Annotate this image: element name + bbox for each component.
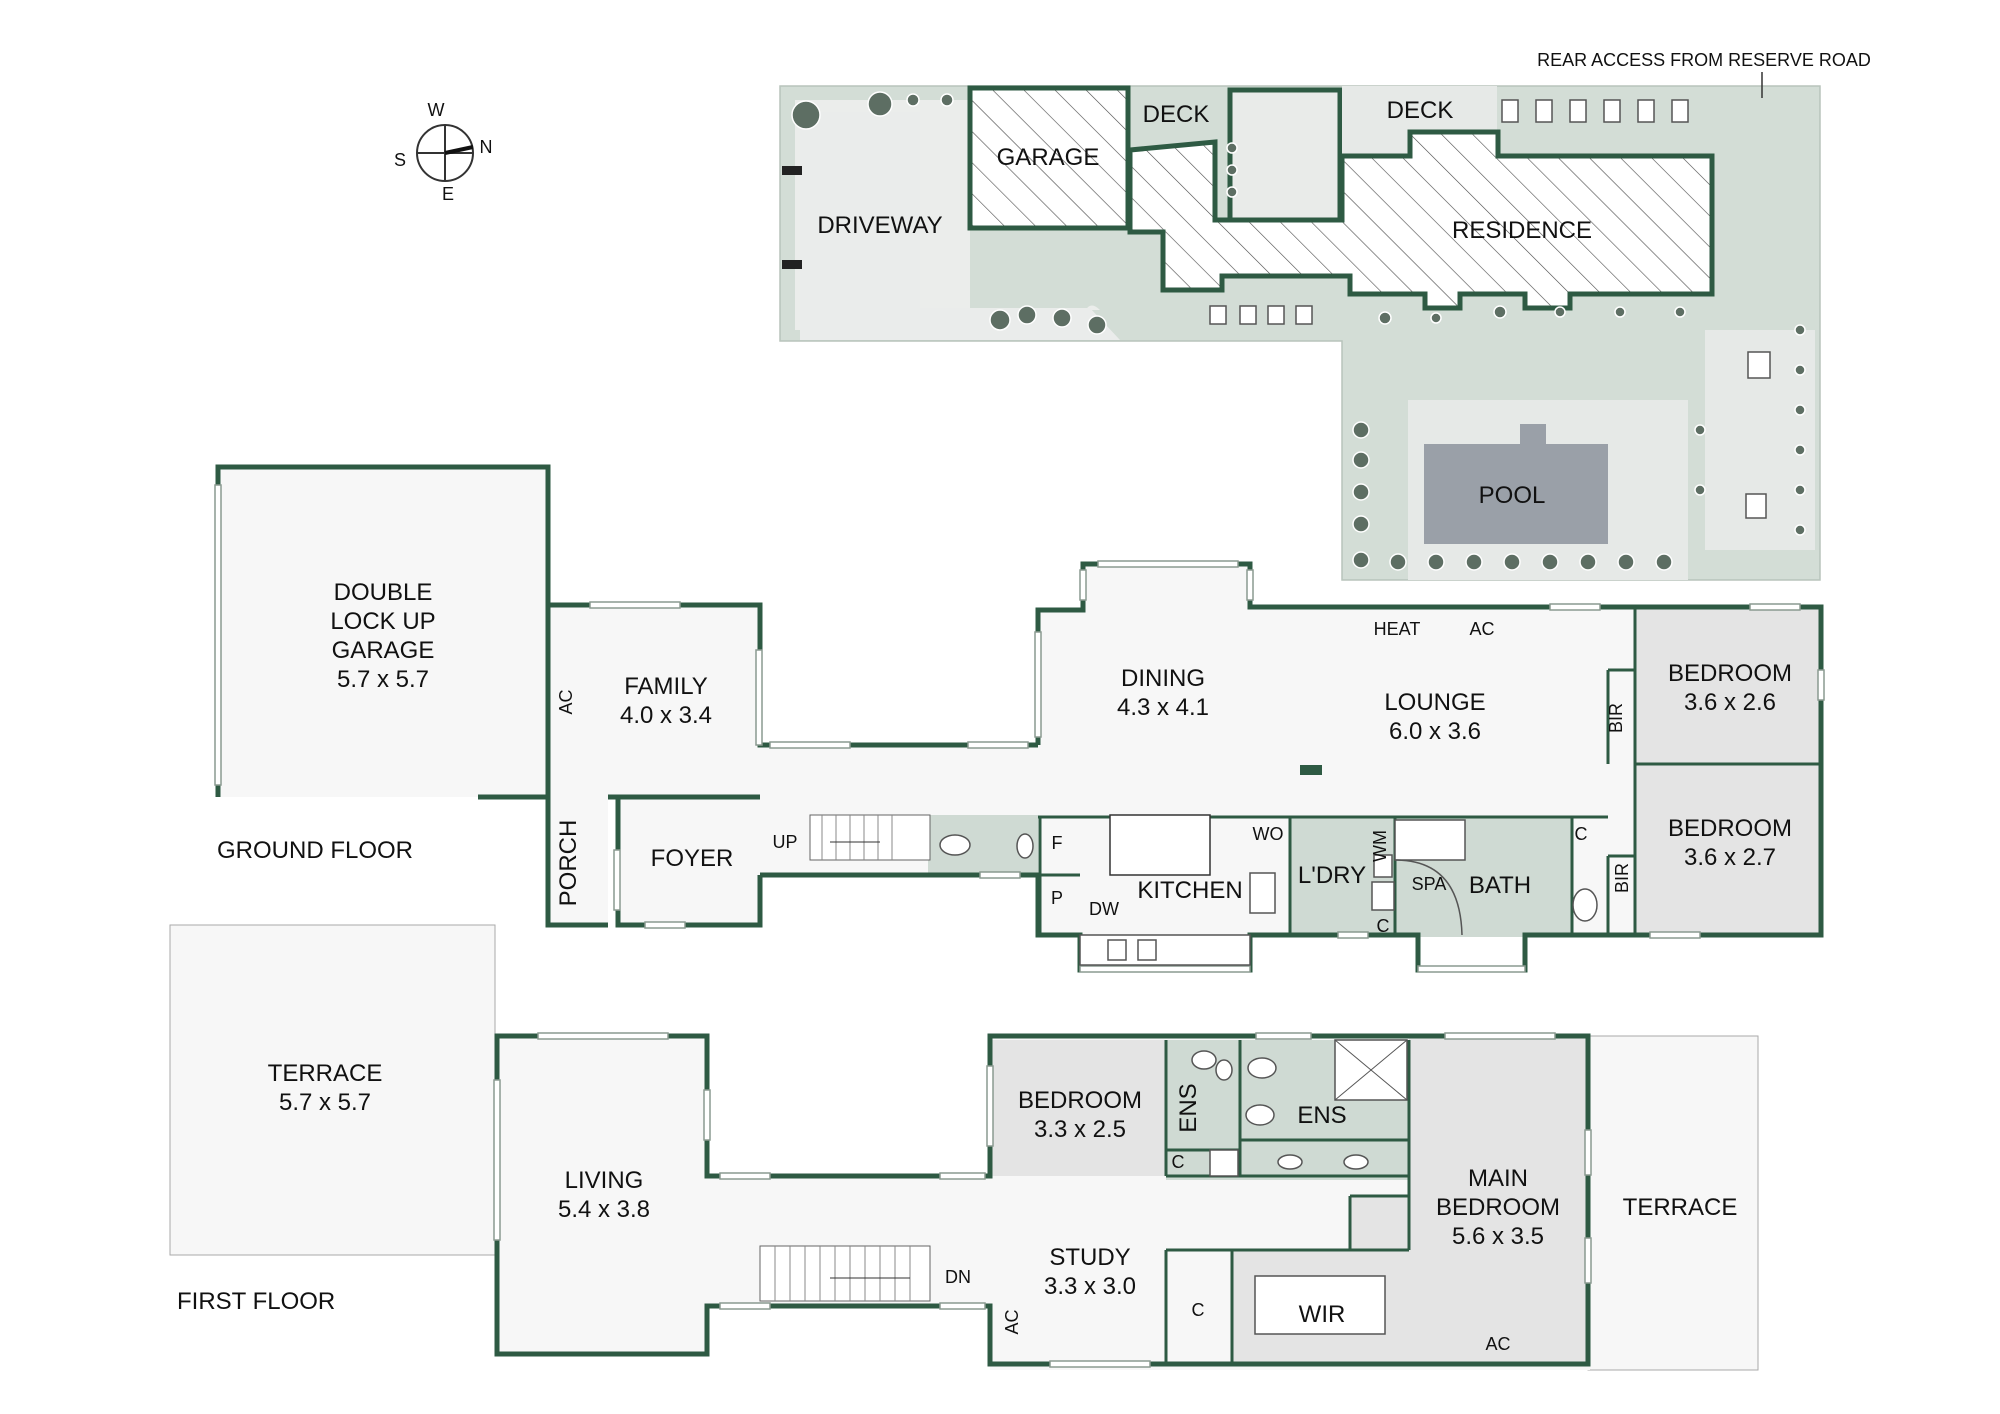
ff-bedroom-dim: 3.3 x 2.5 — [1034, 1116, 1126, 1143]
gf-bir1-label: BIR — [1606, 703, 1626, 733]
gf-bed1-label: BEDROOM — [1668, 660, 1792, 687]
gf-up-label: UP — [772, 832, 797, 852]
gf-kitchen-label: KITCHEN — [1137, 877, 1242, 904]
gf-c-hall: C — [1575, 824, 1588, 844]
site-deck1-label: DECK — [1143, 101, 1210, 128]
gf-heat-label: HEAT — [1374, 619, 1421, 639]
ff-living-label: LIVING — [565, 1167, 644, 1194]
first-stairs — [759, 1245, 931, 1302]
gf-lounge-label: LOUNGE — [1384, 689, 1485, 716]
ff-bedroom-label: BEDROOM — [1018, 1087, 1142, 1114]
gf-ac-lounge: AC — [1469, 619, 1494, 639]
gf-garage-line2: LOCK UP — [330, 608, 435, 635]
compass-n: N — [480, 137, 493, 157]
gf-f-label: F — [1052, 833, 1063, 853]
gf-porch-label: PORCH — [555, 820, 582, 907]
ff-study-label: STUDY — [1049, 1244, 1130, 1271]
gf-garage-dim: 5.7 x 5.7 — [337, 666, 429, 693]
gf-garage-line3: GARAGE — [332, 637, 435, 664]
ff-ens2-label: ENS — [1297, 1102, 1346, 1129]
gf-family-label: FAMILY — [624, 673, 708, 700]
ff-living-dim: 5.4 x 3.8 — [558, 1196, 650, 1223]
gf-c-ldry: C — [1377, 916, 1390, 936]
gf-dw-label: DW — [1089, 899, 1119, 919]
gf-ldry-label: L'DRY — [1298, 862, 1366, 889]
gf-p-label: P — [1051, 888, 1063, 908]
ff-main-dim: 5.6 x 3.5 — [1452, 1223, 1544, 1250]
ground-floor-plan: DOUBLE LOCK UP GARAGE 5.7 x 5.7 AC FAMIL… — [214, 464, 1825, 973]
site-garage-label: GARAGE — [997, 144, 1100, 171]
gf-dining-dim: 4.3 x 4.1 — [1117, 694, 1209, 721]
ff-c1-label: C — [1172, 1152, 1185, 1172]
site-pool-label: POOL — [1479, 482, 1546, 509]
site-deck2-label: DECK — [1387, 97, 1454, 124]
compass-s: S — [394, 150, 406, 170]
ff-main-line1: MAIN — [1468, 1165, 1528, 1192]
ff-terrace-right-label: TERRACE — [1623, 1194, 1738, 1221]
site-driveway-label: DRIVEWAY — [817, 212, 942, 239]
compass: W N S E — [394, 100, 493, 204]
gf-lounge-dim: 6.0 x 3.6 — [1389, 718, 1481, 745]
ff-floor-label: FIRST FLOOR — [177, 1288, 335, 1315]
ground-stairs — [809, 814, 931, 861]
gf-bed2-label: BEDROOM — [1668, 815, 1792, 842]
ff-ens1-label: ENS — [1175, 1083, 1202, 1132]
first-floor-plan: TERRACE 5.7 x 5.7 FIRST FLOOR LIVING 5.4… — [169, 924, 1759, 1371]
gf-ac-family: AC — [556, 689, 576, 714]
gf-bir2-label: BIR — [1612, 863, 1632, 893]
gf-wm-label: WM — [1370, 830, 1390, 862]
ff-ac-study: AC — [1002, 1309, 1022, 1334]
gf-foyer-label: FOYER — [651, 845, 734, 872]
compass-w: W — [428, 100, 445, 120]
site-residence-label: RESIDENCE — [1452, 217, 1592, 244]
ff-study-dim: 3.3 x 3.0 — [1044, 1273, 1136, 1300]
ff-terrace-left-dim: 5.7 x 5.7 — [279, 1089, 371, 1116]
gf-bath-label: BATH — [1469, 872, 1531, 899]
site-rear-access-label: REAR ACCESS FROM RESERVE ROAD — [1537, 50, 1871, 70]
gf-bed2-dim: 3.6 x 2.7 — [1684, 844, 1776, 871]
ff-main-line2: BEDROOM — [1436, 1194, 1560, 1221]
gf-spa-label: SPA — [1412, 874, 1447, 894]
compass-e: E — [442, 184, 454, 204]
gf-bed1-dim: 3.6 x 2.6 — [1684, 689, 1776, 716]
ff-c2-label: C — [1192, 1300, 1205, 1320]
ff-ac-main: AC — [1485, 1334, 1510, 1354]
site-plan: GARAGE DECK DECK RESIDENCE DRIVEWAY POOL — [779, 50, 1871, 581]
gf-dining-label: DINING — [1121, 665, 1205, 692]
ff-dn-label: DN — [945, 1267, 971, 1287]
gf-floor-label: GROUND FLOOR — [217, 837, 413, 864]
gf-wo-label: WO — [1253, 824, 1284, 844]
gf-garage-line1: DOUBLE — [334, 579, 433, 606]
gf-family-dim: 4.0 x 3.4 — [620, 702, 712, 729]
ff-terrace-left-label: TERRACE — [268, 1060, 383, 1087]
ff-wir-label: WIR — [1299, 1301, 1346, 1328]
